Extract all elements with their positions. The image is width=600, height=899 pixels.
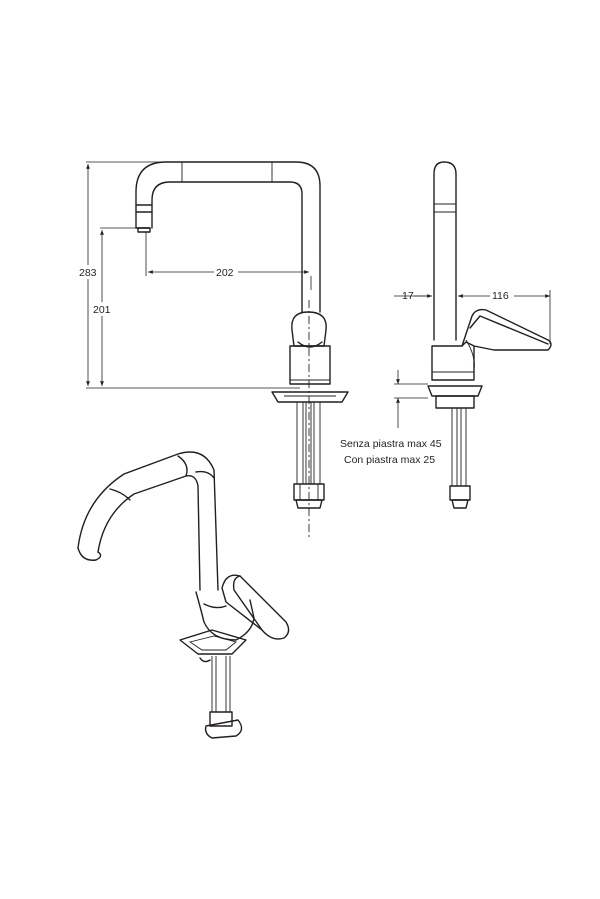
front-view: 283 201 202 xyxy=(78,161,349,540)
dimension-total-height: 283 xyxy=(79,267,97,279)
dimension-spout-height: 201 xyxy=(93,304,111,316)
dimension-lever-depth: 116 xyxy=(492,290,509,302)
note-with-plate: Con piastra max 25 xyxy=(344,454,435,466)
dimension-side-offset: 17 xyxy=(402,290,414,302)
side-view: 17 116 Senza piastra max 45 Con piastra … xyxy=(340,161,552,509)
dimension-spout-reach: 202 xyxy=(216,267,234,279)
perspective-view xyxy=(77,451,290,739)
note-without-plate: Senza piastra max 45 xyxy=(340,438,442,450)
